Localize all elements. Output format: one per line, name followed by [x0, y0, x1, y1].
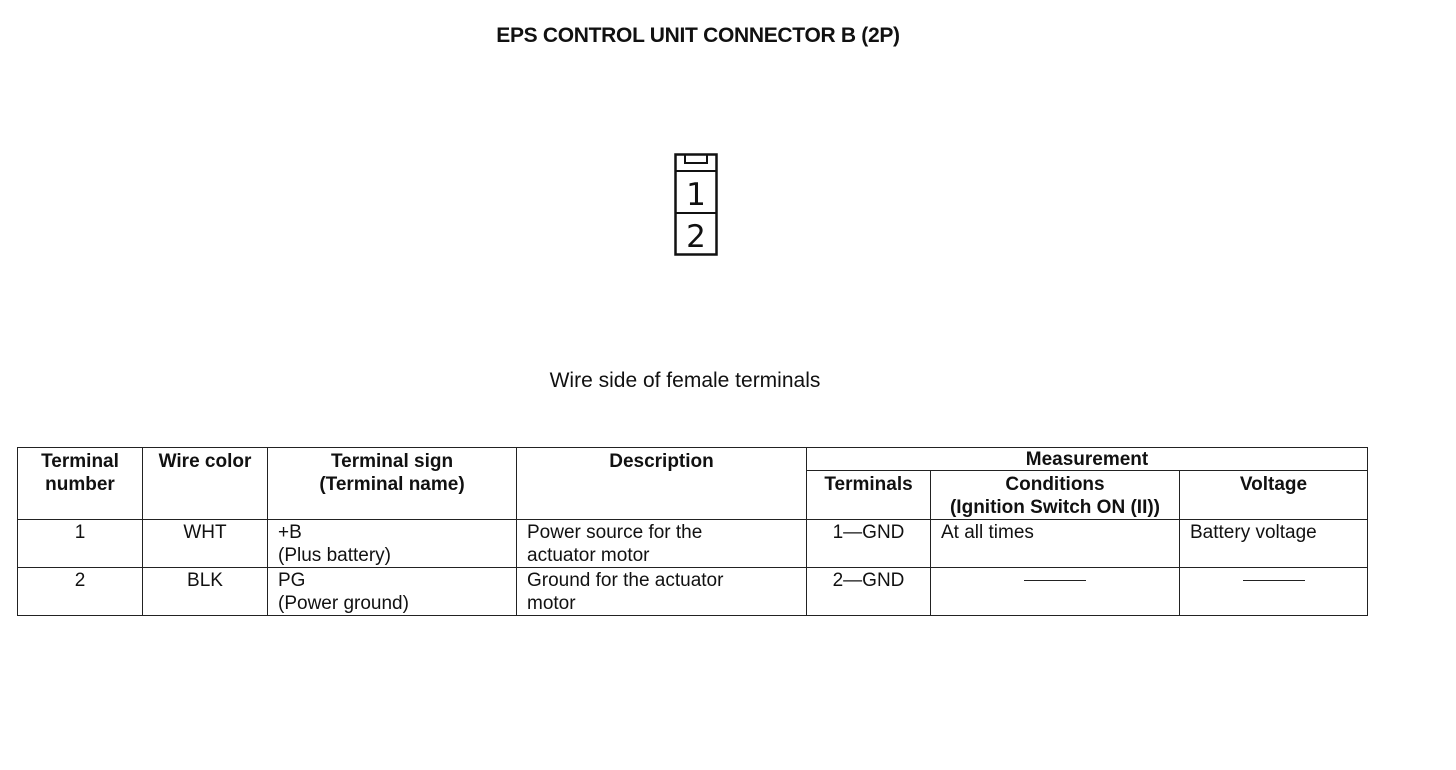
header-text: Terminal sign	[330, 451, 454, 472]
terminal-name: (Plus battery)	[278, 545, 391, 566]
header-terminals: Terminals	[806, 470, 931, 520]
view-caption: Wire side of female terminals	[549, 369, 821, 392]
header-text: Description	[609, 451, 714, 472]
table-row: 2 BLK PG (Power ground) Ground for the a…	[17, 567, 1368, 616]
header-conditions: Conditions (Ignition Switch ON (II))	[930, 470, 1180, 520]
header-text: Measurement	[1025, 449, 1149, 470]
pin-label-2: 2	[686, 219, 706, 255]
connector-diagram: 1 2	[674, 153, 718, 256]
table-row: 1 WHT +B (Plus battery) Power source for…	[17, 519, 1368, 568]
terminal-table: Terminal number Wire color Terminal sign…	[17, 447, 1368, 616]
header-terminal-number: Terminal number	[17, 447, 143, 520]
terminal-number-cell: 1	[17, 519, 143, 568]
header-row: Terminal number Wire color Terminal sign…	[17, 447, 1368, 520]
conditions-cell: At all times	[930, 519, 1180, 568]
description-cell: Power source for the actuator motor	[516, 519, 807, 568]
connector-outline: 1 2	[674, 153, 718, 256]
header-text: number	[45, 474, 115, 495]
header-wire-color: Wire color	[142, 447, 268, 520]
wire-color-cell: BLK	[142, 567, 268, 616]
not-applicable-dash	[1024, 580, 1086, 581]
header-text: Conditions	[1005, 474, 1105, 495]
header-voltage: Voltage	[1179, 470, 1368, 520]
description-text: Power source for the	[527, 522, 703, 543]
terminal-name: (Power ground)	[278, 593, 409, 614]
header-text: Terminals	[824, 474, 913, 495]
description-text: motor	[527, 593, 576, 614]
not-applicable-dash	[1242, 580, 1305, 581]
terminals-cell: 1—GND	[806, 519, 931, 568]
conditions-cell	[930, 567, 1180, 616]
description-cell: Ground for the actuator motor	[516, 567, 807, 616]
header-text: Wire color	[158, 451, 252, 472]
terminal-sign: +B	[278, 522, 302, 543]
header-terminal-sign: Terminal sign (Terminal name)	[267, 447, 517, 520]
document-title: EPS CONTROL UNIT CONNECTOR B (2P)	[496, 24, 900, 47]
voltage-cell	[1179, 567, 1368, 616]
header-text: (Terminal name)	[319, 474, 465, 495]
description-text: actuator motor	[527, 545, 650, 566]
terminal-sign-cell: PG (Power ground)	[267, 567, 517, 616]
terminals-cell: 2—GND	[806, 567, 931, 616]
header-text: (Ignition Switch ON (II))	[949, 497, 1161, 518]
header-text: Terminal	[41, 451, 119, 472]
header-text: Voltage	[1239, 474, 1308, 495]
header-description: Description	[516, 447, 807, 520]
header-measurement: Measurement	[806, 447, 1368, 471]
connector-housing	[674, 153, 718, 256]
header-subrow: Terminals Conditions (Ignition Switch ON…	[18, 470, 1368, 520]
description-text: Ground for the actuator	[527, 570, 724, 591]
terminal-number-cell: 2	[17, 567, 143, 616]
connector-lock-tab	[684, 154, 708, 164]
voltage-cell: Battery voltage	[1179, 519, 1368, 568]
terminal-sign-cell: +B (Plus battery)	[267, 519, 517, 568]
wire-color-cell: WHT	[142, 519, 268, 568]
terminal-sign: PG	[278, 570, 306, 591]
pin-label-1: 1	[686, 177, 706, 213]
